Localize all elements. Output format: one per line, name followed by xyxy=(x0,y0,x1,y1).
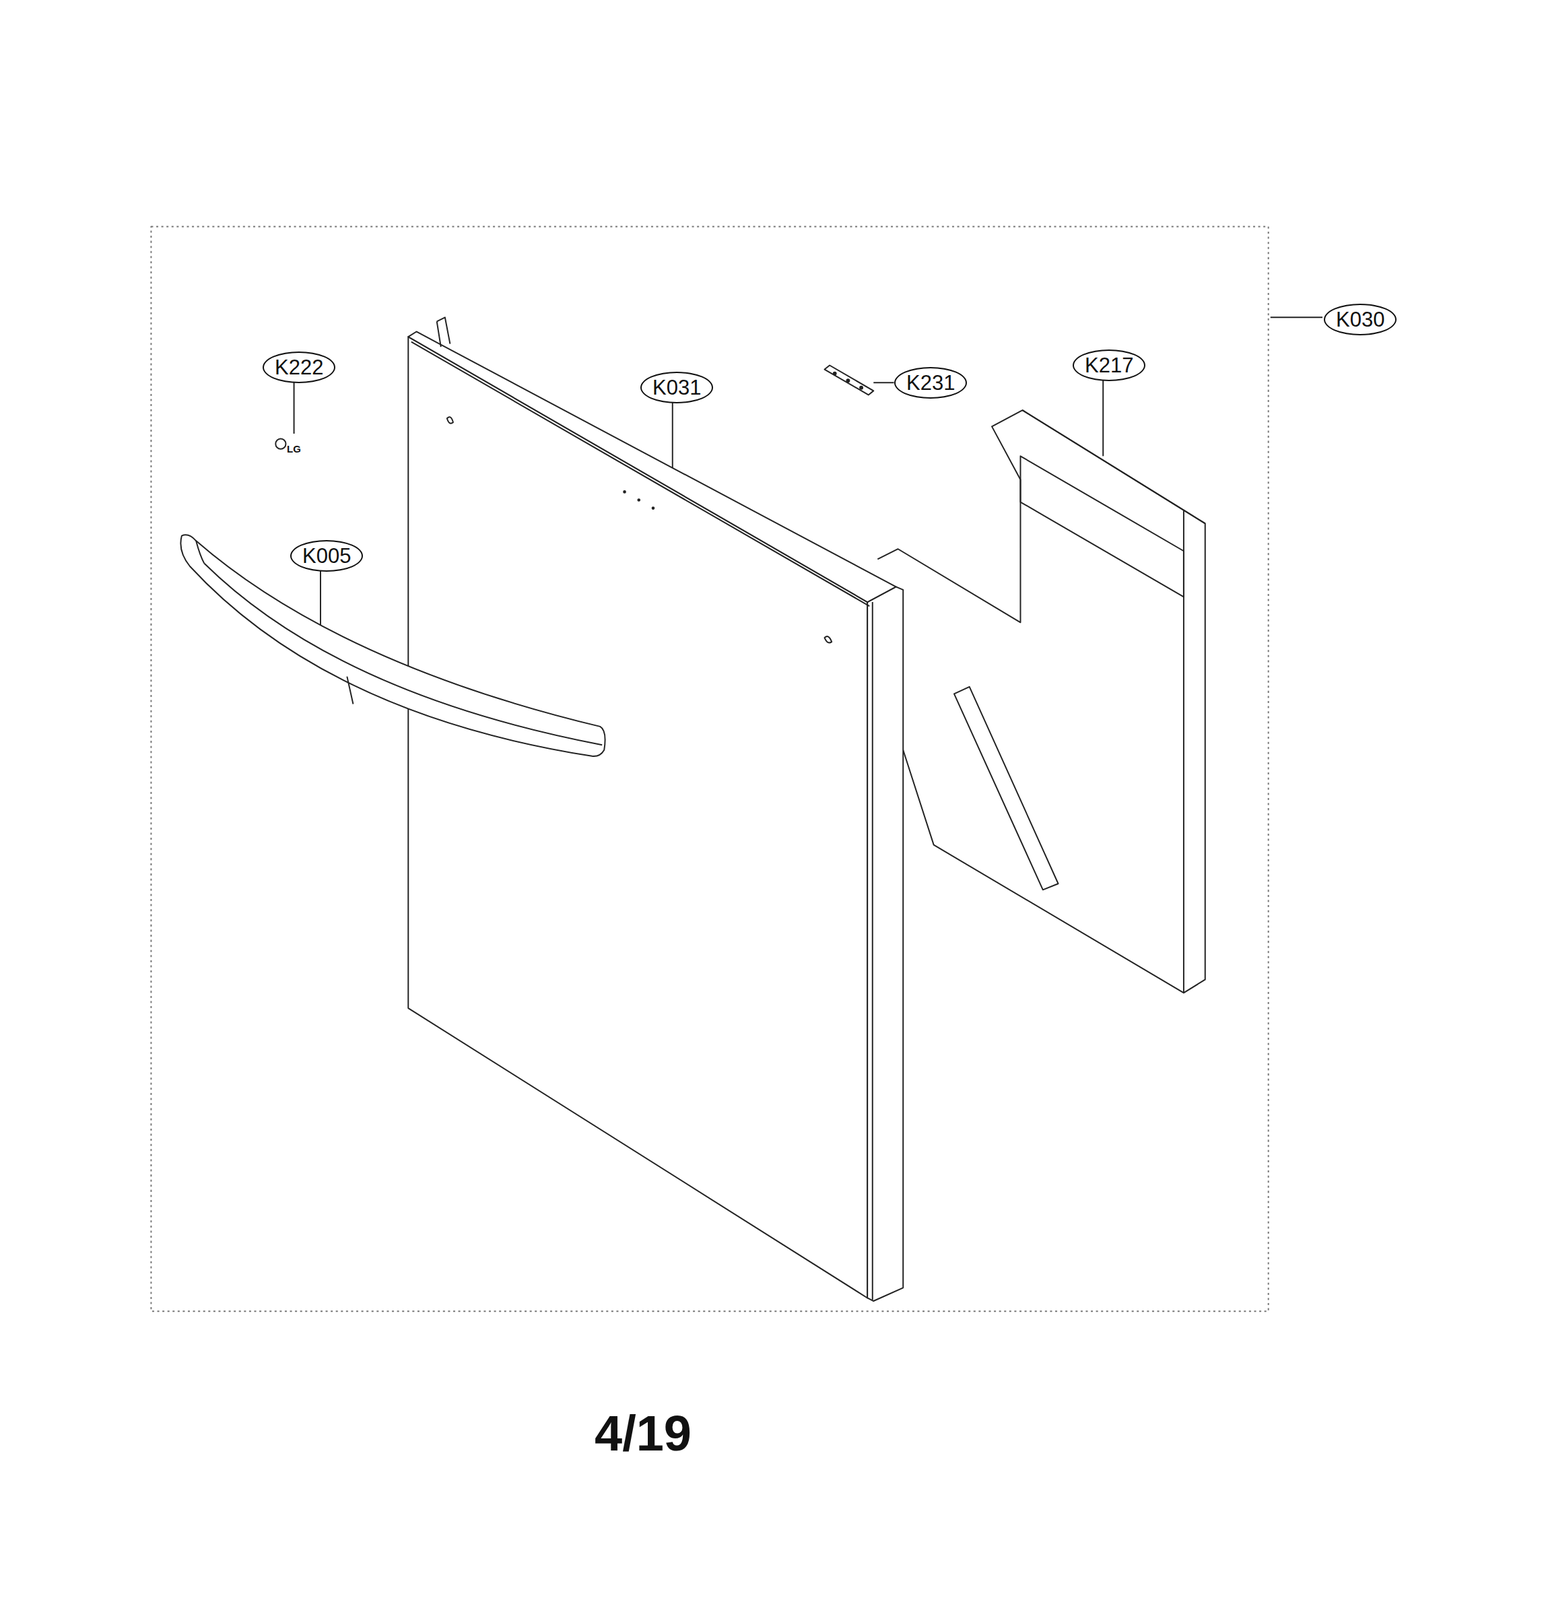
logo-text: LG xyxy=(286,443,301,454)
door-inner-panel xyxy=(877,410,1205,993)
callout-number: K217 xyxy=(1072,349,1146,382)
callout-number: K030 xyxy=(1323,303,1397,336)
leader-line xyxy=(293,381,295,434)
assembly-boundary xyxy=(150,226,1268,1312)
callout-number: K222 xyxy=(262,351,336,384)
leader-line xyxy=(1102,379,1104,457)
door-panel xyxy=(408,336,868,1298)
callout-number: K005 xyxy=(290,540,363,572)
callout-number: K231 xyxy=(894,366,967,399)
door-handle xyxy=(180,534,605,757)
leader-line xyxy=(1270,316,1323,318)
leader-line xyxy=(873,381,894,384)
callout-number: K031 xyxy=(640,371,714,404)
bracket-part xyxy=(824,364,875,395)
emblem-ring xyxy=(275,439,286,450)
leader-line xyxy=(672,401,674,477)
page-number: 4/19 xyxy=(594,1408,692,1459)
